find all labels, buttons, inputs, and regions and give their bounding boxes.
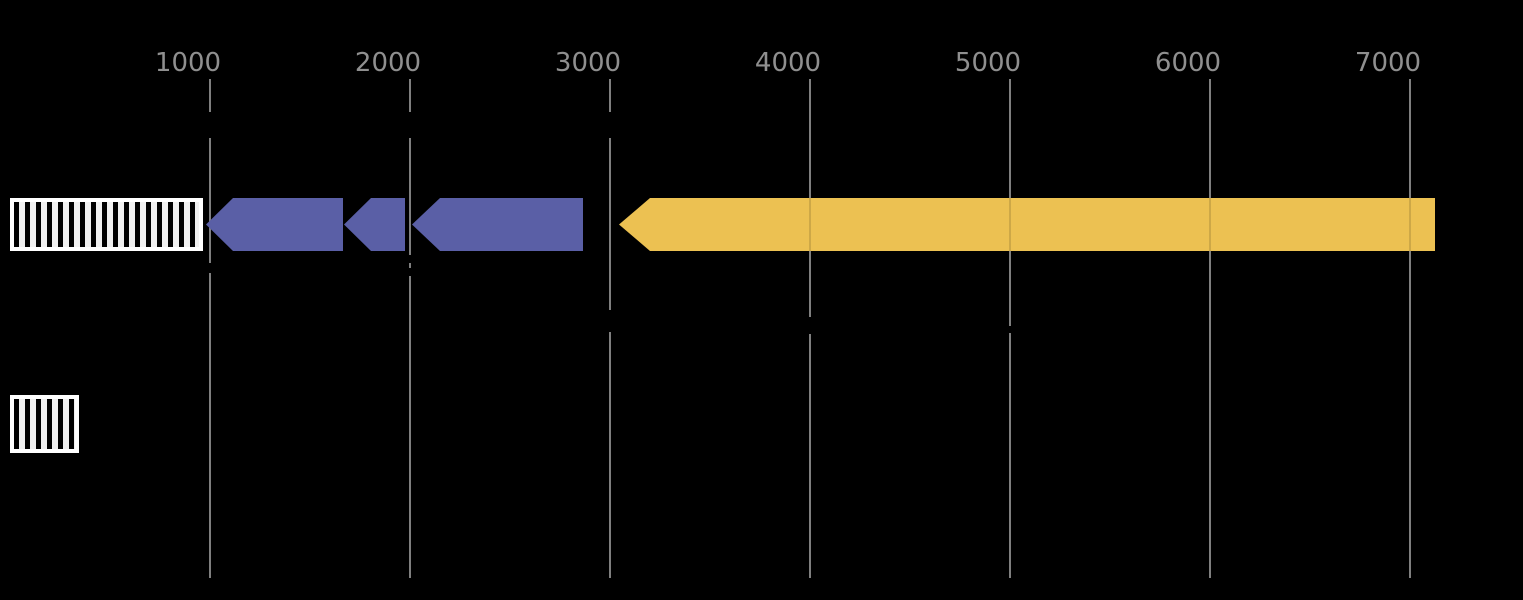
track-1-stripe [129,202,135,247]
gridline-break-2000-1 [408,112,412,138]
track-1-stripe [151,202,157,247]
track-1-stripe [52,202,58,247]
track-1-stripe [85,202,91,247]
track-1-stripe [41,202,47,247]
track-2-stripe [30,399,36,449]
track-1-stripe [118,202,124,247]
track-1-gene-arrow-3 [412,198,583,251]
track-1-stripe [195,202,199,247]
track-1-stripe [30,202,36,247]
gridline-break-2000-4 [408,255,412,263]
track-2-stripe [41,399,47,449]
gridline-break-3000-2 [608,112,612,138]
track-1-stripe [140,202,146,247]
gridline-break-3000-6 [608,310,612,332]
gridline-break-1000-3 [208,263,212,273]
tick-label-6000: 6000 [1155,48,1221,78]
track-1-stripe [107,202,113,247]
gridline-overlay-6000 [1209,198,1211,251]
track-2-stripe [52,399,58,449]
track-1-stripe [74,202,80,247]
tick-label-4000: 4000 [755,48,821,78]
gridline-break-2000-5 [408,268,412,276]
track-1-stripe [63,202,69,247]
gridline-overlay-7000 [1409,198,1411,251]
gridline-overlay-4000 [809,198,811,251]
gridline-overlay-5000 [1009,198,1011,251]
track-1-stripe [173,202,179,247]
tick-label-3000: 3000 [555,48,621,78]
gridline-break-1000-0 [208,112,212,138]
track-1-stripe [184,202,190,247]
track-1-gene-arrow-4 [619,198,1435,251]
track-2-stripe [74,399,75,449]
tick-label-7000: 7000 [1355,48,1421,78]
tick-label-1000: 1000 [155,48,221,78]
track-1-stripe [96,202,102,247]
track-2-stripe [19,399,25,449]
gridline-break-4000-7 [808,317,812,334]
tick-label-2000: 2000 [355,48,421,78]
gridline-break-5000-8 [1008,326,1012,333]
track-1-stripe [162,202,168,247]
track-1-stripe [19,202,25,247]
track-1-gene-arrow-1 [206,198,343,251]
track-1-gene-arrow-2 [344,198,405,251]
track-2-stripe [63,399,69,449]
tick-label-5000: 5000 [955,48,1021,78]
